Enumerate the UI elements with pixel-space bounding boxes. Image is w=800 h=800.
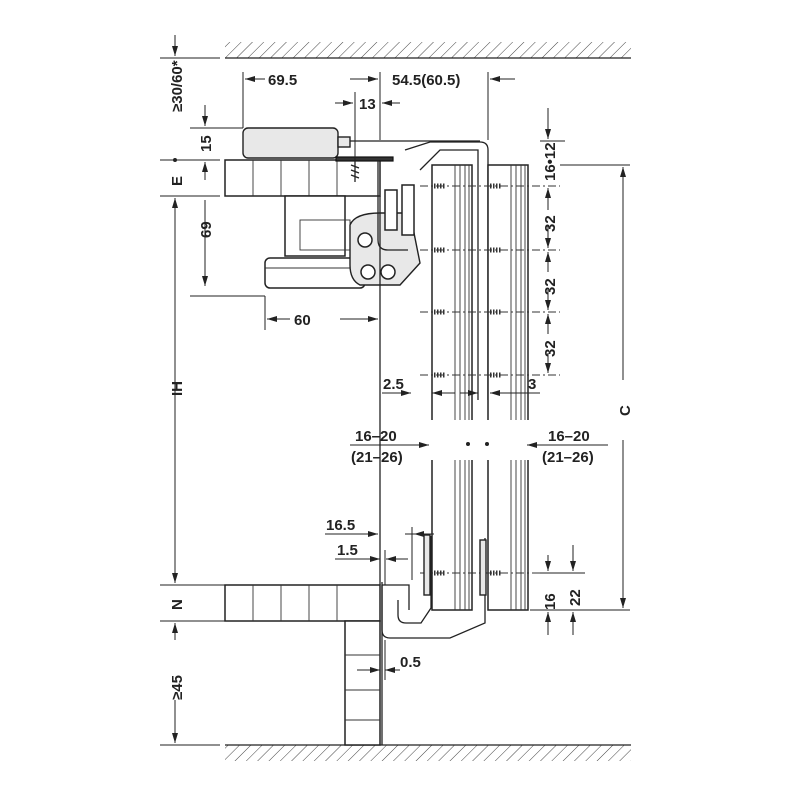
label-right-range: 16–20 bbox=[548, 428, 590, 445]
label-2-5: 2.5 bbox=[383, 376, 404, 393]
right-dimension-lines bbox=[530, 108, 630, 635]
label-3: 3 bbox=[528, 376, 536, 393]
running-track bbox=[264, 160, 421, 289]
label-e: E bbox=[169, 176, 186, 186]
top-dimension-lines bbox=[245, 76, 515, 330]
label-right-range-alt: (21–26) bbox=[542, 449, 594, 466]
screw-icon bbox=[350, 160, 360, 182]
middle-dimension-lines bbox=[325, 390, 608, 680]
label-left-range-alt: (21–26) bbox=[351, 449, 403, 466]
label-left-range: 16–20 bbox=[355, 428, 397, 445]
label-lid-thickness: 15 bbox=[198, 135, 215, 152]
bottom-panel bbox=[224, 584, 381, 746]
label-16-5: 16.5 bbox=[326, 517, 355, 534]
bottom-guide bbox=[381, 534, 487, 745]
top-guide-profile bbox=[404, 141, 489, 400]
label-22: 22 bbox=[567, 589, 584, 606]
label-top-gap: ≥30/60* bbox=[169, 60, 186, 112]
label-54-5: 54.5(60.5) bbox=[392, 72, 460, 89]
screw-icons bbox=[420, 183, 560, 576]
break-gap bbox=[380, 420, 560, 460]
door-panel-outer bbox=[487, 164, 529, 611]
label-pitch-2: 32 bbox=[542, 278, 559, 295]
left-dimension-lines bbox=[160, 35, 265, 746]
label-16: 16 bbox=[542, 593, 559, 610]
ceiling bbox=[225, 42, 631, 59]
door-panel-inner bbox=[431, 164, 473, 611]
label-0-5: 0.5 bbox=[400, 654, 421, 671]
label-1-5: 1.5 bbox=[337, 542, 358, 559]
label-pitch-3: 32 bbox=[542, 340, 559, 357]
floor bbox=[225, 744, 631, 761]
label-69-5: 69.5 bbox=[268, 72, 297, 89]
damper-unit bbox=[242, 127, 480, 182]
label-pitch-1: 32 bbox=[542, 215, 559, 232]
label-ih: IH bbox=[169, 381, 186, 396]
label-13: 13 bbox=[359, 96, 376, 113]
label-60: 60 bbox=[294, 312, 311, 329]
label-16-12: 16•12 bbox=[542, 142, 559, 181]
label-bottom-gap: ≥45 bbox=[169, 675, 186, 700]
label-n: N bbox=[169, 599, 186, 610]
label-c: C bbox=[617, 405, 634, 416]
label-69: 69 bbox=[198, 221, 215, 238]
